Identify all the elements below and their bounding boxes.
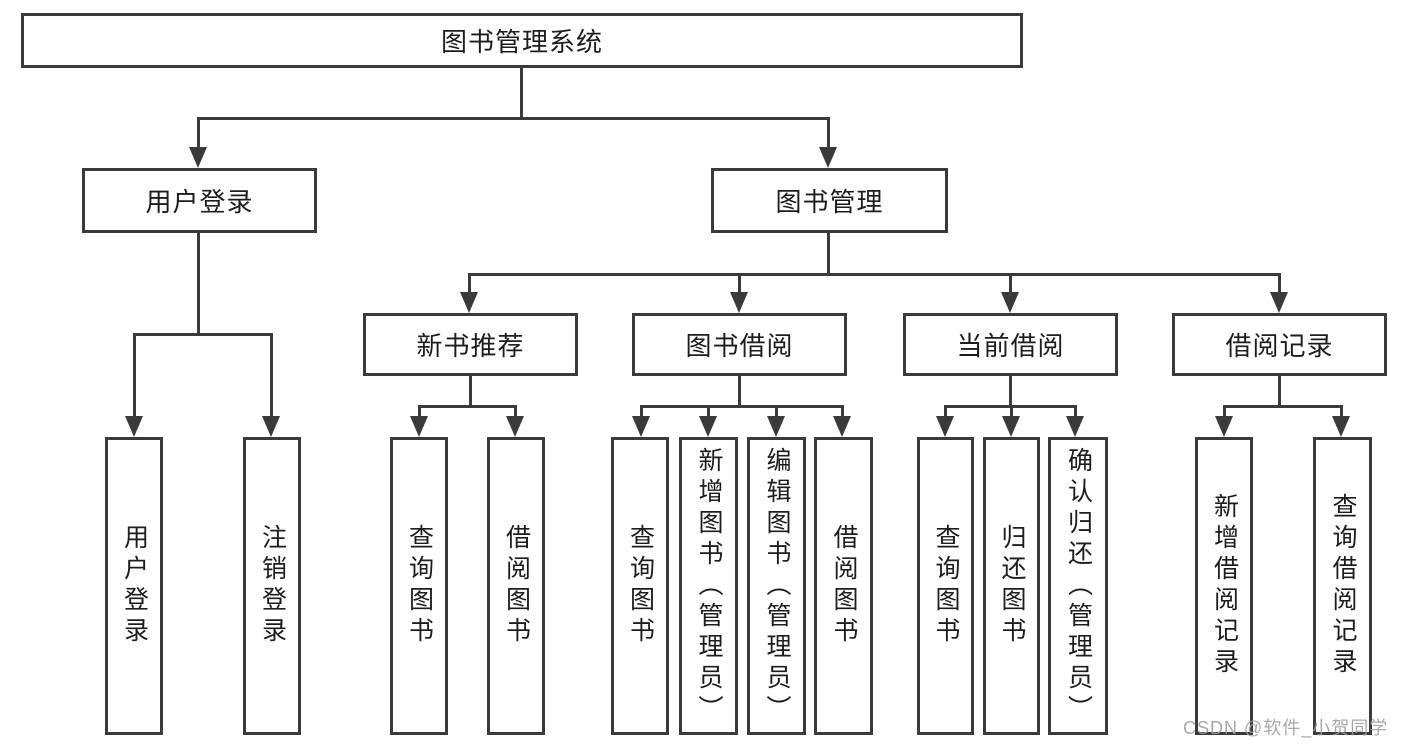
node-root-system: 图书管理系统 xyxy=(21,13,1023,68)
arrowhead-down-icon xyxy=(819,147,837,168)
arrowhead-down-icon xyxy=(189,147,207,168)
arrowhead-down-icon xyxy=(125,416,143,437)
connector-line xyxy=(1278,376,1281,408)
connector-line xyxy=(1278,273,1281,295)
connector-line xyxy=(775,405,778,419)
arrowhead-down-icon xyxy=(460,292,478,313)
connector-line xyxy=(468,273,1280,276)
connector-line xyxy=(1340,405,1343,419)
connector-line xyxy=(469,376,472,408)
connector-line xyxy=(418,405,517,408)
node-confirm-return-admin: 确认归还（管理员） xyxy=(1048,437,1108,735)
connector-line xyxy=(1074,405,1077,419)
connector-line xyxy=(827,117,830,151)
node-borrow-records: 借阅记录 xyxy=(1172,313,1387,376)
node-query-borrow-record: 查询借阅记录 xyxy=(1313,437,1372,735)
arrowhead-down-icon xyxy=(833,416,851,437)
connector-line xyxy=(640,405,643,419)
node-borrow-books-1: 借阅图书 xyxy=(487,437,545,735)
arrowhead-down-icon xyxy=(1002,416,1020,437)
node-current-borrow: 当前借阅 xyxy=(903,313,1118,376)
node-query-books-3: 查询图书 xyxy=(917,437,974,735)
connector-line xyxy=(133,333,273,336)
node-return-books: 归还图书 xyxy=(983,437,1040,735)
node-user-login-leaf: 用户登录 xyxy=(105,437,163,735)
arrowhead-down-icon xyxy=(1001,292,1019,313)
connector-line xyxy=(133,333,136,418)
node-add-borrow-record: 新增借阅记录 xyxy=(1195,437,1253,735)
connector-line xyxy=(827,233,830,276)
arrowhead-down-icon xyxy=(699,416,717,437)
arrowhead-down-icon xyxy=(730,292,748,313)
connector-line xyxy=(270,333,273,418)
arrowhead-down-icon xyxy=(506,416,524,437)
connector-line xyxy=(707,405,710,419)
connector-line xyxy=(418,405,421,419)
connector-line xyxy=(841,405,844,419)
node-book-borrow: 图书借阅 xyxy=(632,313,847,376)
connector-line xyxy=(197,233,200,336)
arrowhead-down-icon xyxy=(936,416,954,437)
node-edit-book-admin: 编辑图书（管理员） xyxy=(747,437,806,735)
arrowhead-down-icon xyxy=(1270,292,1288,313)
node-book-management: 图书管理 xyxy=(711,168,948,233)
arrowhead-down-icon xyxy=(1332,416,1350,437)
arrowhead-down-icon xyxy=(1215,416,1233,437)
arrowhead-down-icon xyxy=(410,416,428,437)
node-query-books-1: 查询图书 xyxy=(390,437,448,735)
node-add-book-admin: 新增图书（管理员） xyxy=(679,437,738,735)
connector-line xyxy=(1009,273,1012,295)
connector-line xyxy=(1009,376,1012,408)
connector-line xyxy=(1223,405,1226,419)
node-user-login: 用户登录 xyxy=(82,168,317,233)
connector-line xyxy=(640,405,844,408)
arrowhead-down-icon xyxy=(767,416,785,437)
connector-line xyxy=(520,68,523,119)
connector-line xyxy=(197,117,830,120)
connector-line xyxy=(738,376,741,408)
arrowhead-down-icon xyxy=(1066,416,1084,437)
node-query-books-2: 查询图书 xyxy=(611,437,669,735)
connector-line xyxy=(1223,405,1343,408)
arrowhead-down-icon xyxy=(262,416,280,437)
node-logout-leaf: 注销登录 xyxy=(243,437,301,735)
connector-line xyxy=(514,405,517,419)
arrowhead-down-icon xyxy=(632,416,650,437)
connector-line xyxy=(468,273,471,295)
connector-line xyxy=(197,117,200,151)
connector-line xyxy=(738,273,741,295)
csdn-watermark: CSDN @软件_小贺同学 xyxy=(1183,718,1389,738)
connector-line xyxy=(1010,405,1013,419)
node-new-book-recommend: 新书推荐 xyxy=(363,313,578,376)
node-borrow-books-2: 借阅图书 xyxy=(814,437,873,735)
connector-line xyxy=(944,405,947,419)
